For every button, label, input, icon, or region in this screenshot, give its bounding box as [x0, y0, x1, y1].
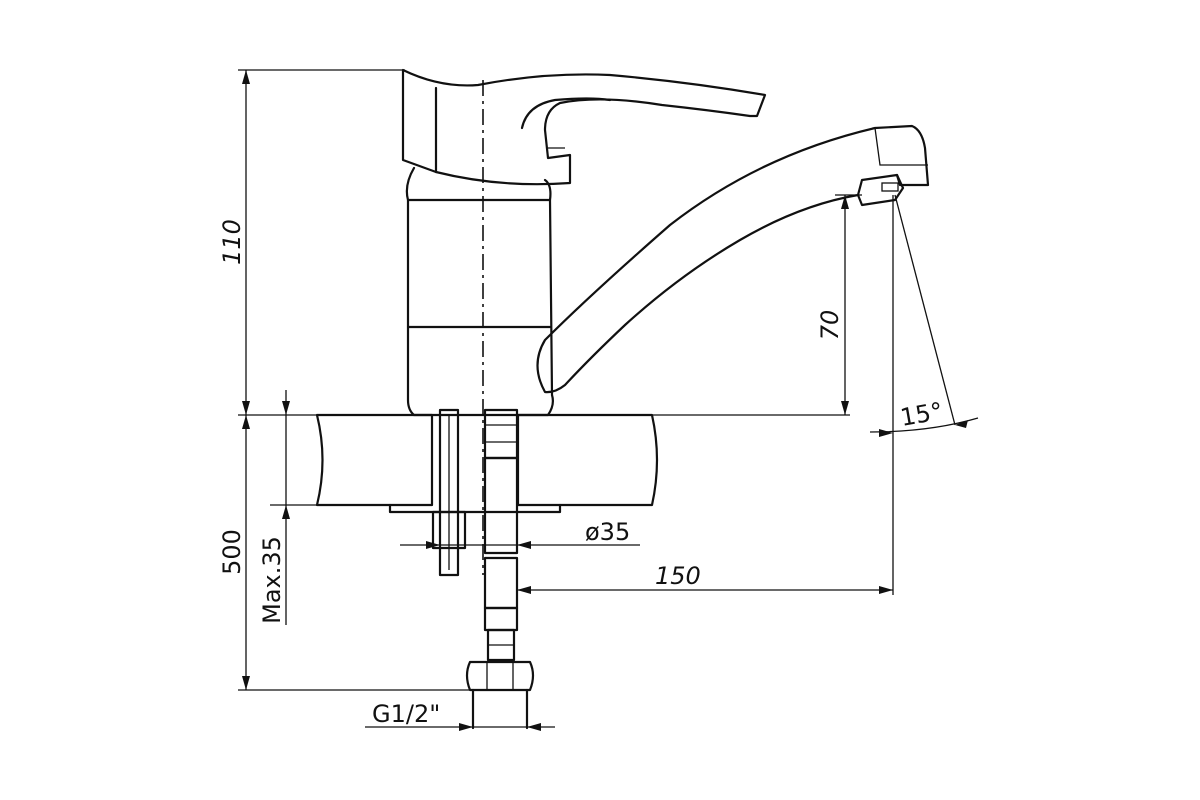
handle-cap	[401, 68, 767, 186]
dim-15-ray	[894, 194, 956, 426]
spout-outline	[536, 124, 930, 394]
mounting-stud	[431, 408, 467, 577]
label-max-thickness: Max.35	[258, 536, 286, 624]
hose-braid-upper	[483, 456, 519, 555]
countertop-right-part	[516, 413, 659, 507]
mounting-washer	[388, 503, 562, 514]
stud-nut	[431, 510, 467, 550]
faucet-body	[405, 166, 554, 417]
handle-lever-curve	[520, 97, 612, 130]
body-cylinder	[405, 166, 554, 417]
countertop-section	[315, 413, 659, 514]
label-thread: G1/2"	[372, 700, 440, 728]
label-hose-length: 500	[218, 529, 246, 575]
dimension-lines	[238, 69, 979, 731]
label-spout-height: 70	[816, 310, 844, 341]
label-total-height: 110	[218, 219, 246, 265]
aerator	[856, 173, 905, 207]
stud-rod	[438, 408, 460, 577]
label-spout-reach: 150	[655, 562, 701, 590]
dimension-labels: 110 500 Max.35 70 ø35 150 15° G1/2"	[218, 219, 945, 728]
hose-upper-fitting	[483, 408, 519, 460]
faucet-handle	[401, 68, 767, 186]
aerator-slot	[881, 182, 899, 192]
spout-inner-edge	[874, 127, 928, 166]
hose-braid-lower	[483, 556, 519, 610]
hose-hex-nut	[465, 660, 535, 692]
hose-lower-ferrule	[483, 606, 519, 632]
countertop-left-part	[315, 413, 434, 507]
label-hole-diameter: ø35	[585, 518, 630, 546]
faucet-spout	[536, 124, 930, 394]
flexible-hose	[465, 408, 535, 730]
